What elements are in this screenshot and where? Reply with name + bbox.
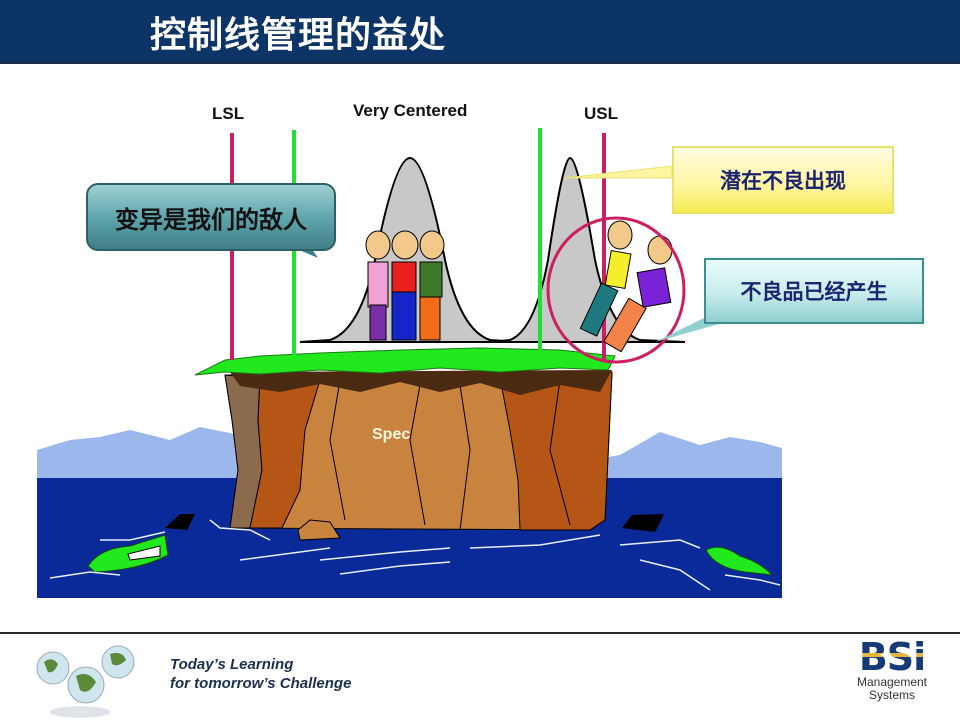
callout-variation-enemy-text: 变异是我们的敌人 (115, 205, 307, 234)
title-bar: 控制线管理的益处 (0, 0, 960, 64)
page-title: 控制线管理的益处 (150, 15, 447, 56)
tagline-line-1: Today’s Learning (170, 656, 294, 673)
grass-top (194, 347, 616, 376)
lsl-label: LSL (212, 104, 245, 123)
tagline-line-2: for tomorrow’s Challenge (170, 675, 352, 692)
footer-tagline: Today’s Learning for tomorrow’s Challeng… (170, 655, 351, 693)
crocodile-left (87, 534, 169, 573)
callout-potential-defects-text: 潜在不良出现 (720, 169, 846, 193)
defect-highlight-circle (546, 216, 686, 364)
shark-fin-right (622, 514, 664, 532)
callout-defects-produced-text: 不良品已经产生 (740, 280, 888, 304)
footer-divider (0, 632, 960, 634)
bsi-logo-sub-1: Management (856, 675, 928, 689)
bsi-logo: BSi Management Systems (840, 638, 944, 702)
out-of-spec-people-group (579, 220, 673, 353)
island-illustration (37, 128, 782, 598)
cliff (224, 370, 613, 541)
globes-logo-icon (36, 645, 135, 718)
callout-variation-enemy: 变异是我们的敌人 (86, 183, 336, 251)
callout-potential-defects: 潜在不良出现 (672, 146, 894, 214)
very-centered-label: Very Centered (353, 101, 468, 120)
crocodile-right (705, 546, 774, 576)
bsi-logo-sub-2: Systems (868, 688, 915, 702)
bsi-logo-word: BSi (840, 638, 944, 676)
callout-defects-produced: 不良品已经产生 (704, 258, 924, 324)
water-ripples (49, 519, 781, 591)
usl-label: USL (584, 104, 618, 123)
shark-fin-left (165, 514, 195, 530)
spec-label: Spec (372, 426, 411, 443)
centered-people-group (365, 230, 445, 341)
